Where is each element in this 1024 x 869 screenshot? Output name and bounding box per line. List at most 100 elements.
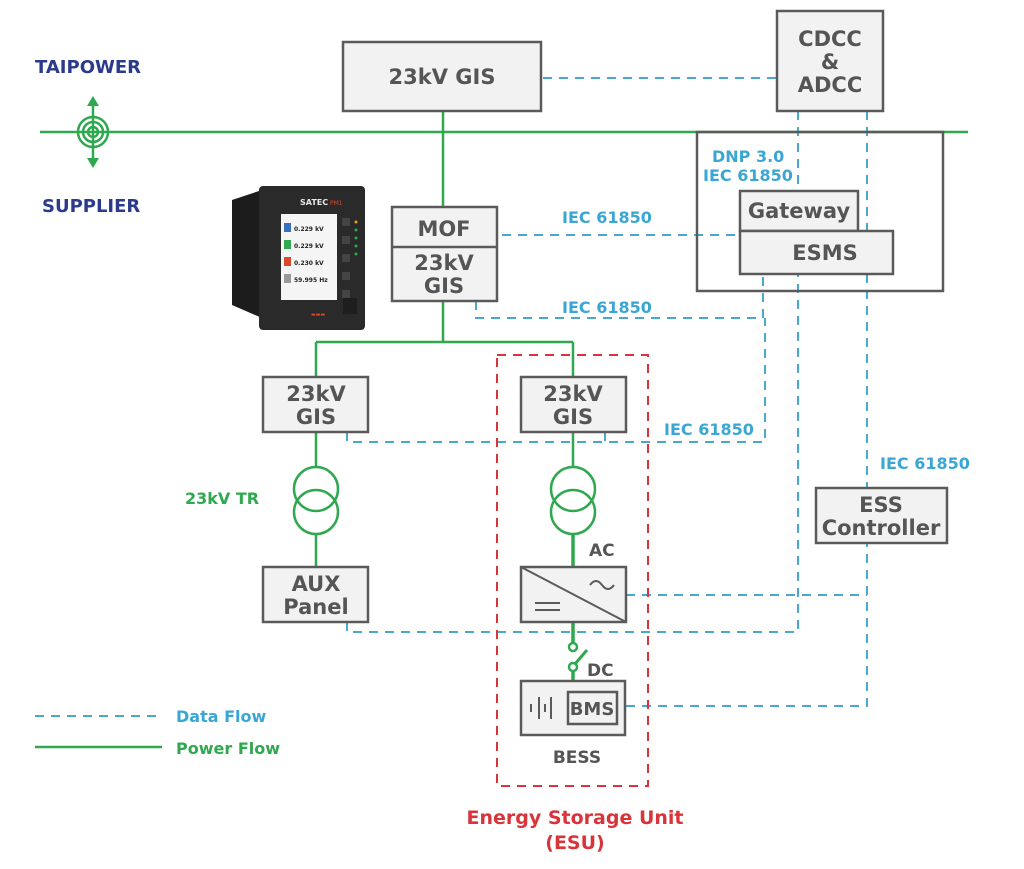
aux-panel-label-line1: AUX: [292, 572, 341, 596]
meter-button-4: [342, 272, 350, 280]
aux-transformer-icon: [292, 465, 340, 536]
main-gis-label: 23kV GIS: [389, 65, 496, 89]
aux-transformer-winding-primary: [292, 465, 340, 513]
ess-controller-label-line1: ESS: [859, 493, 903, 517]
esu-gis-label-line1: 23kV: [543, 382, 603, 406]
data-line-feeder-gis-to-esms: [346, 318, 766, 443]
bms-label: BMS: [570, 699, 615, 720]
data-line-bms-to-ess-controller: [626, 543, 868, 707]
esms-label: ESMS: [792, 241, 858, 265]
meter-reading-4: 59.995 Hz: [294, 277, 328, 284]
aux-gis-label-line2: GIS: [296, 405, 336, 429]
switch-contact-top: [567, 641, 579, 653]
power-meter-device-image: SATEC PM1 0.229 kV 0.229 kV 0.230 kV 59.…: [232, 186, 365, 330]
data-line-aux-panel-to-esms: [346, 274, 799, 633]
ess-controller-box[interactable]: [814, 486, 949, 545]
mof-node[interactable]: MOF 23kV GIS: [390, 205, 499, 303]
esu-title-line2: (ESU): [545, 832, 604, 854]
gateway-box[interactable]: [738, 189, 860, 233]
ac-label: AC: [589, 541, 615, 561]
aux-gis-label-line1: 23kV: [286, 382, 346, 406]
esu-boundary: [496, 354, 649, 787]
meter-led-3: [354, 236, 358, 240]
meter-button-2: [342, 236, 350, 244]
main-gis-box[interactable]: [341, 40, 543, 113]
aux-panel-box[interactable]: [261, 565, 370, 624]
supplier-label: SUPPLIER: [42, 196, 140, 217]
esms-enclosure: [695, 130, 945, 293]
meter-button-1: [342, 218, 350, 226]
mof-gis-protocol-label: IEC 61850: [562, 298, 652, 317]
meter-reading-1: 0.229 kV: [294, 226, 324, 233]
meter-footer-mark: ▬▬▬: [311, 312, 325, 318]
meter-led-5: [354, 252, 358, 256]
dc-switch-icon: [567, 641, 589, 673]
taipower-label: TAIPOWER: [35, 57, 141, 78]
esu-title-line1: Energy Storage Unit: [466, 807, 683, 829]
legend-power-flow-label: Power Flow: [176, 739, 280, 758]
switch-blade: [573, 649, 589, 665]
control-center-node[interactable]: CDCC & ADCC: [775, 9, 885, 113]
meter-phase-3-indicator: [284, 257, 291, 266]
meter-reading-2: 0.229 kV: [294, 243, 324, 250]
ess-controller-label-line2: Controller: [822, 516, 941, 540]
aux-panel-node[interactable]: AUX Panel: [261, 565, 370, 624]
esu-gis-node[interactable]: 23kV GIS: [519, 375, 628, 434]
meter-frequency-indicator: [284, 274, 291, 283]
ess-controller-node[interactable]: ESS Controller: [814, 486, 949, 545]
meter-led-1: [354, 220, 358, 224]
meter-led-2: [354, 228, 358, 232]
dc-label: DC: [587, 661, 614, 681]
transformer-label: 23kV TR: [185, 489, 259, 508]
mof-protocol-label: IEC 61850: [562, 208, 652, 227]
aux-gis-node[interactable]: 23kV GIS: [261, 375, 370, 434]
meter-phase-2-indicator: [284, 240, 291, 249]
esu-transformer-icon: [549, 465, 597, 536]
control-center-label-line1: CDCC: [798, 27, 862, 51]
meter-button-5: [342, 290, 350, 298]
gateway-node[interactable]: Gateway: [738, 189, 860, 233]
feeder-gis-protocol-label: IEC 61850: [664, 420, 754, 439]
control-center-box[interactable]: [775, 9, 885, 113]
esu-transformer-winding-primary: [549, 465, 597, 513]
esu-gis-box[interactable]: [519, 375, 628, 434]
pcs-converter-node[interactable]: [519, 565, 628, 624]
switch-contact-bottom: [567, 661, 579, 673]
aux-gis-box[interactable]: [261, 375, 370, 434]
esms-node[interactable]: ESMS: [738, 229, 895, 276]
gateway-protocol-label-line1: DNP 3.0: [712, 147, 784, 166]
meter-brand-label: SATEC: [300, 198, 328, 207]
mof-gis-label-line2: GIS: [424, 274, 464, 298]
meter-phase-1-indicator: [284, 223, 291, 232]
meter-side-panel: [232, 190, 262, 318]
battery-icon: [530, 697, 552, 719]
esms-box[interactable]: [738, 229, 895, 276]
bess-node[interactable]: BMS: [519, 679, 627, 737]
esu-gis-label-line2: GIS: [553, 405, 593, 429]
gateway-protocol-label-line2: IEC 61850: [703, 166, 793, 185]
ess-controller-protocol-label: IEC 61850: [880, 454, 970, 473]
meter-reading-3: 0.230 kV: [294, 260, 324, 267]
data-line-mof-gis-to-esms: [475, 274, 764, 319]
aux-transformer-winding-secondary: [292, 488, 340, 536]
mof-label: MOF: [417, 217, 470, 241]
arrow-up-icon: [87, 96, 99, 106]
bms-box[interactable]: [566, 690, 619, 726]
converter-diagonal: [520, 566, 627, 623]
meter-button-3: [342, 254, 350, 262]
arrow-down-icon: [87, 158, 99, 168]
aux-panel-label-line2: Panel: [283, 595, 348, 619]
control-center-label-line3: ADCC: [798, 73, 863, 97]
meter-model-label: PM1: [330, 200, 343, 207]
esu-transformer-winding-secondary: [549, 488, 597, 536]
legend-data-flow-label: Data Flow: [176, 707, 267, 726]
grid-connection-symbol: [76, 96, 110, 168]
main-gis-node[interactable]: 23kV GIS: [341, 40, 543, 113]
data-flow-lines: [346, 77, 868, 707]
gateway-label: Gateway: [748, 199, 851, 223]
ac-wave-icon: [589, 580, 615, 590]
mof-box[interactable]: [390, 205, 499, 303]
mof-gis-label-line1: 23kV: [414, 251, 474, 275]
meter-port: [343, 298, 357, 314]
